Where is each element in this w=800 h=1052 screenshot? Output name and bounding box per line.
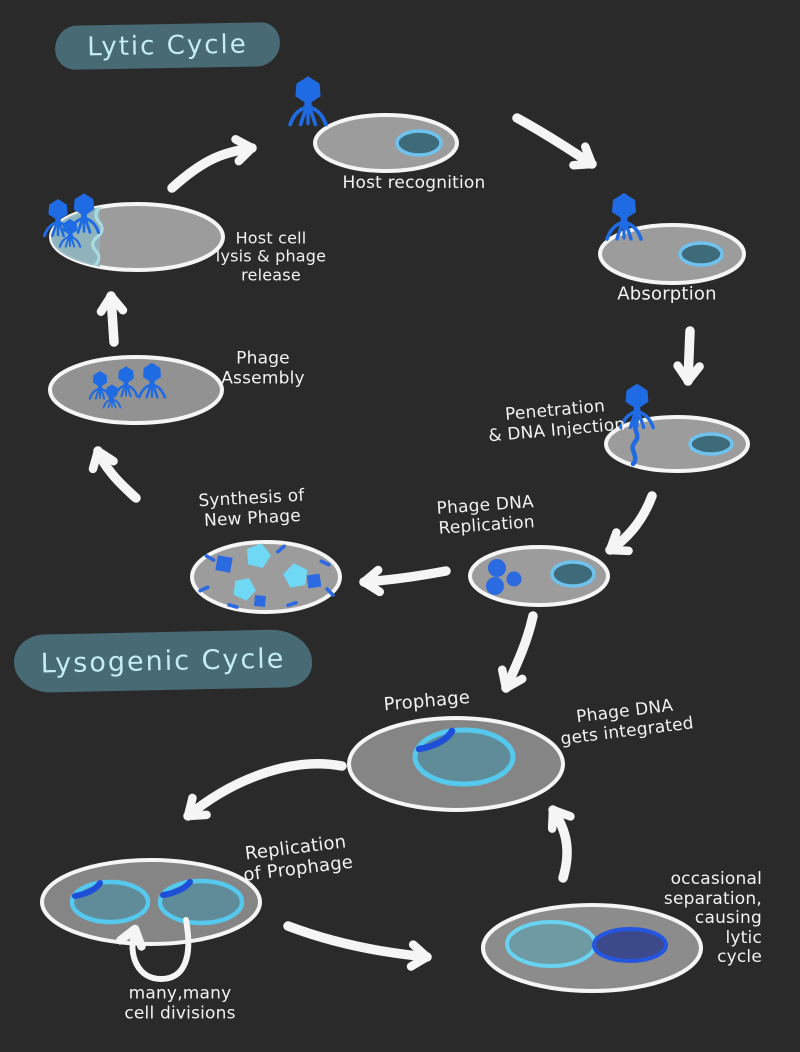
prophage-segment xyxy=(160,879,193,898)
stage-prophage xyxy=(347,716,565,812)
host-dna xyxy=(505,920,597,968)
label-host-recognition: Host recognition xyxy=(342,173,486,194)
flow-arrows xyxy=(88,113,704,983)
arrow-synthesis-to-assembly xyxy=(88,446,141,503)
label-lysis: Host cell lysis & phage release xyxy=(215,228,327,285)
phage-icon xyxy=(619,382,655,430)
arrow-recognition-to-absorption xyxy=(512,113,597,170)
phage-icon xyxy=(288,74,328,127)
stage-synthesis xyxy=(190,540,342,614)
nucleoid xyxy=(678,241,724,267)
stage-separation xyxy=(481,903,703,993)
arrow-lysis-to-recognition xyxy=(167,135,257,193)
host-dna xyxy=(69,879,151,925)
stage-absorption xyxy=(598,191,746,285)
host-cell xyxy=(604,415,750,473)
phage-parts xyxy=(198,544,335,609)
separated-phage-dna xyxy=(592,927,668,963)
label-synthesis: Synthesis of New Phage xyxy=(197,485,305,531)
arrow-penetration-to-replication xyxy=(605,491,657,556)
lysis-crack xyxy=(91,204,104,269)
nucleoid xyxy=(550,560,596,588)
stage-lysis xyxy=(42,191,225,272)
replicated-phage-dna xyxy=(486,559,522,595)
arrow-prophage-replication-to-separation xyxy=(283,921,432,971)
dna-injection-strand xyxy=(630,417,640,467)
lysogenic-cycle-title: Lysogenic Cycle xyxy=(13,628,313,694)
arrow-absorption-to-penetration xyxy=(673,326,704,386)
label-assembly: Phage Assembly xyxy=(221,348,305,388)
host-cell xyxy=(48,355,224,425)
arrow-replication-to-synthesis xyxy=(359,565,451,597)
lytic-cycle-title: Lytic Cycle xyxy=(54,22,281,70)
stage-assembly xyxy=(48,355,224,425)
arrow-separation-to-prophage xyxy=(547,805,575,883)
nucleoid xyxy=(688,432,734,456)
arrow-prophage-to-prophage-replication xyxy=(183,759,347,821)
stage-penetration xyxy=(604,382,750,473)
prophage-segment xyxy=(415,727,456,753)
lysogenic-cycle-title-text: Lysogenic Cycle xyxy=(40,642,286,680)
nucleoid xyxy=(395,129,443,157)
label-absorption: Absorption xyxy=(617,283,717,305)
arrow-assembly-to-lysis xyxy=(96,291,128,347)
phage-icon xyxy=(605,191,643,241)
arrow-cell-division-loop xyxy=(116,917,192,983)
label-separation: occasional separation, causing lytic cyc… xyxy=(663,869,762,968)
label-cell-divisions: many,many cell divisions xyxy=(124,983,236,1023)
label-dna-replication: Phage DNA Replication xyxy=(436,492,536,539)
lytic-cycle-title-text: Lytic Cycle xyxy=(86,29,249,63)
host-dna xyxy=(157,878,245,926)
prophage-segment xyxy=(72,880,103,899)
host-dna xyxy=(412,727,516,787)
arrow-replication-to-prophage xyxy=(497,611,538,693)
stage-dna-replication xyxy=(468,545,610,607)
host-cell xyxy=(598,223,746,285)
host-cell xyxy=(313,113,459,173)
stage-prophage-replication xyxy=(40,858,262,946)
stage-host-recognition xyxy=(288,74,459,173)
phage-capsids xyxy=(233,543,308,601)
